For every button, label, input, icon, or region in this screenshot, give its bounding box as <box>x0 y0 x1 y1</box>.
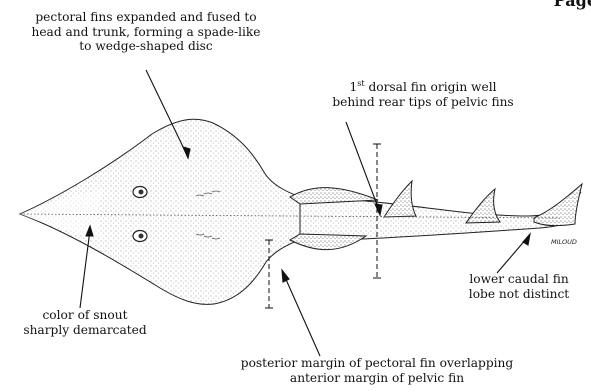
annotation-line: sharply demarcated <box>12 323 158 338</box>
posterior-arrow <box>284 275 320 356</box>
pectoral-fins-annotation: pectoral fins expanded and fused to head… <box>4 10 288 54</box>
first-dorsal-fin <box>384 181 416 217</box>
annotation-line: to wedge-shaped disc <box>4 39 288 54</box>
pelvic-fin-lower <box>290 234 366 250</box>
posterior-margin-annotation: posterior margin of pectoral fin overlap… <box>196 356 558 385</box>
caudal-fin <box>534 184 582 226</box>
snout-annotation: color of snout sharply demarcated <box>12 308 158 337</box>
annotation-line: behind rear tips of pelvic fins <box>300 95 546 110</box>
annotation-line: lower caudal fin <box>448 272 590 287</box>
artist-signature: MILOUD <box>551 238 577 246</box>
annotation-line: 1st dorsal fin origin well <box>300 80 546 95</box>
caudal-arrow <box>497 238 527 273</box>
second-dorsal-fin <box>466 189 500 223</box>
annotation-line: lobe not distinct <box>448 287 590 302</box>
ordinal-suffix: st <box>357 79 364 88</box>
annotation-line: posterior margin of pectoral fin overlap… <box>196 356 558 371</box>
caudal-fin-annotation: lower caudal fin lobe not distinct <box>448 272 590 301</box>
annotation-line: color of snout <box>12 308 158 323</box>
annotation-line: head and trunk, forming a spade-like <box>4 25 288 40</box>
annotation-text: dorsal fin origin well <box>365 80 497 94</box>
annotation-line: pectoral fins expanded and fused to <box>4 10 288 25</box>
dorsal-fin-annotation: 1st dorsal fin origin well behind rear t… <box>300 80 546 109</box>
annotation-line: anterior margin of pelvic fin <box>196 371 558 386</box>
